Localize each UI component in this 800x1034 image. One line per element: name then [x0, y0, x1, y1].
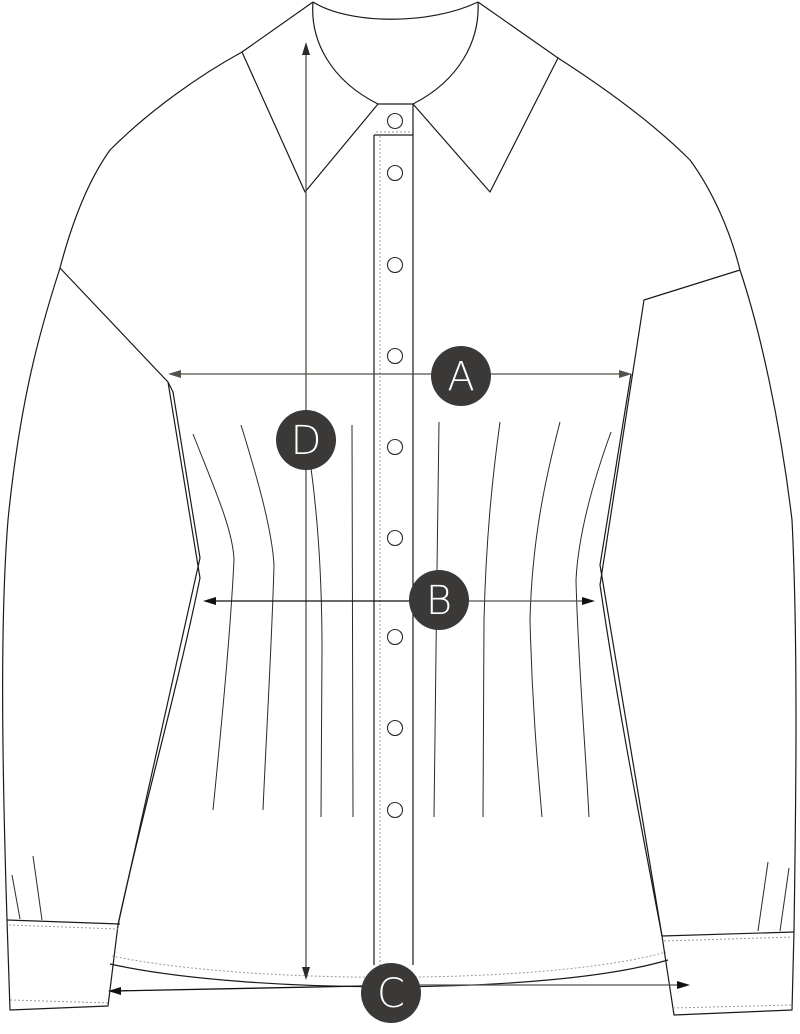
right-sleeve: [599, 269, 797, 1016]
buttons: [386, 112, 404, 819]
button-icon: [386, 529, 404, 547]
measurement-c-line: [108, 981, 690, 995]
measurement-b-line: [203, 597, 595, 605]
measurement-badge-c: C: [361, 963, 421, 1023]
pleat-lines: [192, 421, 612, 818]
svg-text:D: D: [291, 418, 322, 464]
svg-text:A: A: [447, 354, 474, 400]
button-icon: [386, 801, 404, 819]
button-icon: [386, 438, 404, 456]
measurement-badge-b: B: [409, 570, 469, 630]
button-placket: [373, 104, 414, 965]
shirt-body: [59, 51, 741, 988]
button-icon: [386, 112, 404, 130]
button-icon: [386, 164, 404, 182]
left-sleeve: [2, 267, 201, 1011]
measurement-badge-a: A: [431, 346, 491, 406]
svg-text:C: C: [377, 971, 405, 1017]
measurement-a-line: [168, 370, 632, 378]
collar: [241, 1, 559, 193]
button-icon: [386, 628, 404, 646]
measurement-badge-d: D: [276, 410, 336, 470]
button-icon: [386, 347, 404, 365]
button-icon: [386, 719, 404, 737]
measurement-d-line: [302, 42, 310, 980]
button-icon: [386, 256, 404, 274]
svg-text:B: B: [426, 578, 452, 624]
